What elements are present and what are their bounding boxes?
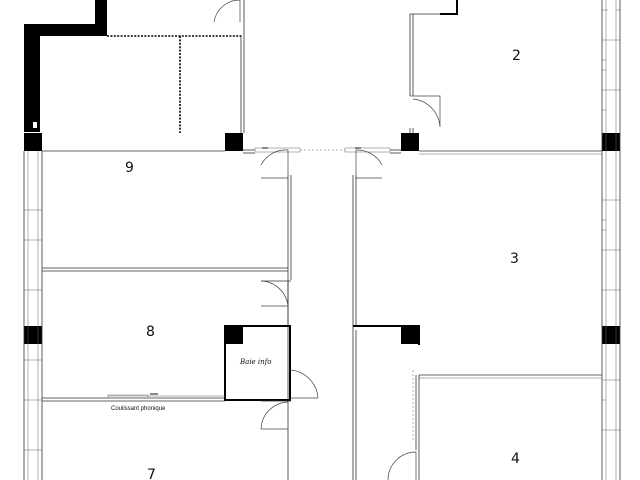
- door-swing: [260, 280, 289, 307]
- pillar: [602, 326, 620, 344]
- room-number: 3: [510, 251, 519, 267]
- pillars: [24, 133, 620, 344]
- room-4-top-wall: [353, 325, 420, 345]
- pillar: [24, 133, 42, 151]
- room-number: 7: [147, 467, 156, 480]
- room-number: 2: [512, 48, 521, 64]
- door-swing: [289, 369, 319, 399]
- pillar: [225, 326, 243, 344]
- server-closet: [224, 325, 291, 401]
- server-closet-label: Baie info: [239, 358, 271, 366]
- pillar: [225, 133, 243, 151]
- door-swing: [260, 149, 289, 179]
- door-swing: [260, 401, 289, 430]
- door-swing: [387, 451, 417, 480]
- room-numbers: 2 3 4 7 8 9: [125, 48, 521, 480]
- pillar: [401, 326, 419, 344]
- room-number: 9: [125, 160, 134, 176]
- door-swing: [213, 0, 241, 23]
- facades: [23, 0, 621, 480]
- hallway-sliding-glass: [254, 147, 391, 153]
- pillar: [24, 326, 42, 344]
- sliding-door-label: Coulissant phonique: [111, 406, 166, 412]
- doors: [213, 0, 441, 480]
- door-swing: [412, 95, 441, 128]
- room-number: 4: [511, 451, 520, 467]
- pillar: [401, 133, 419, 151]
- door-swing: [355, 149, 383, 179]
- pillar: [602, 133, 620, 151]
- heavy-walls: [24, 0, 107, 132]
- north-west-wall: [24, 0, 107, 132]
- room-number: 8: [146, 324, 155, 340]
